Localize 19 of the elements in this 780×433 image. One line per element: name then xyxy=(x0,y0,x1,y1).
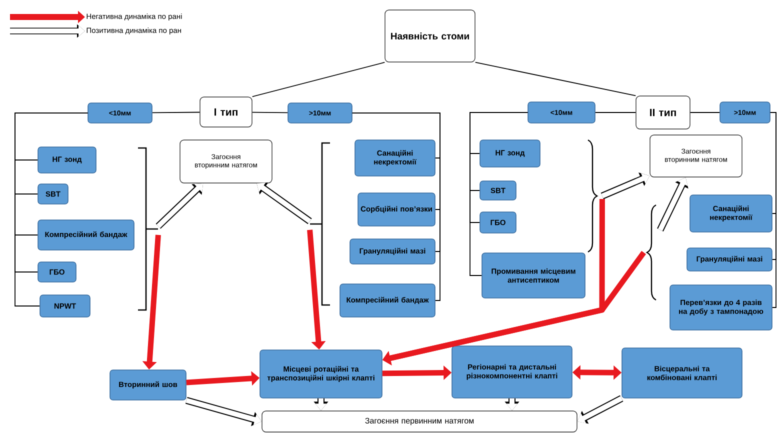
arrow xyxy=(256,182,312,224)
bracket xyxy=(309,142,331,306)
connector-line xyxy=(14,112,88,306)
bracket xyxy=(588,140,598,252)
type-box: II тип xyxy=(636,96,690,130)
connector-line xyxy=(152,112,200,114)
connector-line xyxy=(352,112,440,301)
connector-line xyxy=(594,112,636,113)
connector-line xyxy=(770,112,776,308)
connector-line xyxy=(470,112,528,276)
root-box: Наявність стоми xyxy=(384,10,476,62)
type-box: I тип xyxy=(200,96,252,128)
outcome-box: Загоєння первинним натягом xyxy=(262,410,578,432)
connector-line xyxy=(252,62,386,98)
connector-line xyxy=(690,112,720,113)
bracket xyxy=(646,204,656,300)
bracket xyxy=(137,147,159,311)
connector-line xyxy=(252,112,288,114)
connector-line xyxy=(474,62,636,96)
